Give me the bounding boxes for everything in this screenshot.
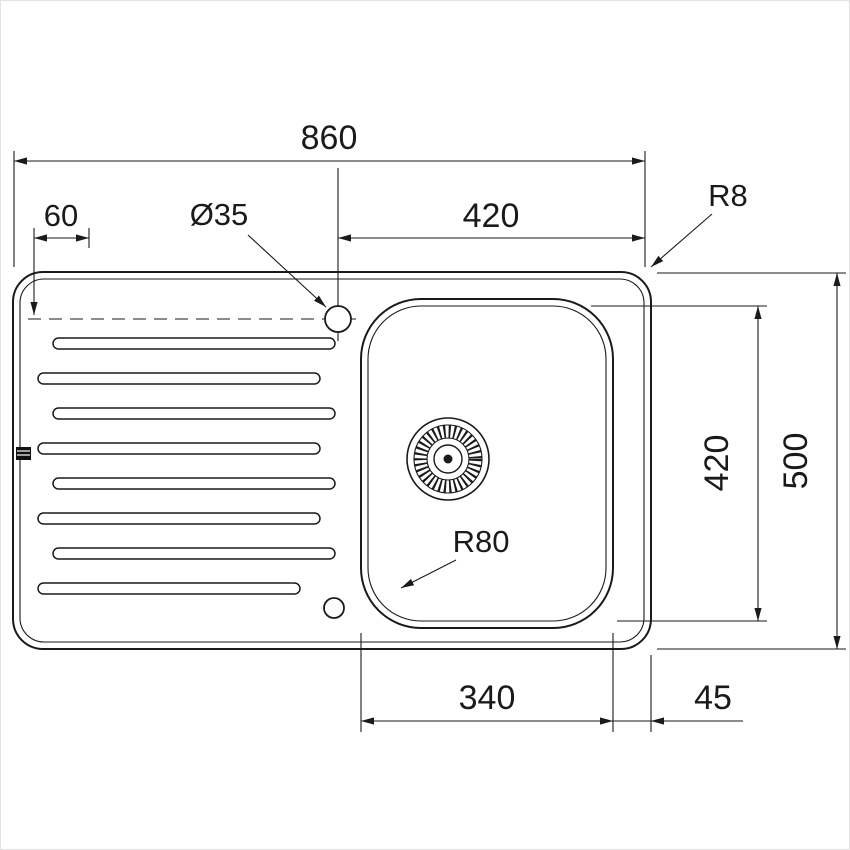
dim-bowl-depth: 420 xyxy=(591,305,767,622)
drain-center-pin xyxy=(443,454,453,464)
dim-bowl-right-offset: 45 xyxy=(613,655,743,732)
drain-ring-inner xyxy=(426,437,470,481)
drainer-groove xyxy=(52,407,336,420)
drain-waste xyxy=(406,417,490,501)
drainer-groove xyxy=(37,512,321,525)
fixing-clip-body xyxy=(16,447,31,460)
dim-label-tap-hole: Ø35 xyxy=(190,197,249,232)
dim-bowl-span-top: 420 xyxy=(338,197,645,242)
bowl-inner-edge xyxy=(367,305,607,622)
sink-outer-edge xyxy=(12,271,652,650)
overflow-hole xyxy=(323,597,345,619)
dim-tap-hole: Ø35 xyxy=(190,197,327,308)
fixing-clip xyxy=(16,447,31,460)
dim-bowl-width-bottom: 340 xyxy=(360,633,614,732)
dim-label-corner-radius: R8 xyxy=(708,178,748,213)
bowl-outer-edge xyxy=(360,298,614,629)
drainer-groove xyxy=(37,372,321,385)
dim-label-overall-depth: 500 xyxy=(777,433,815,490)
drainer-groove xyxy=(52,337,336,350)
leader-arrow xyxy=(650,213,713,268)
drain-flange xyxy=(406,417,490,501)
dim-overall-depth: 500 xyxy=(657,272,846,650)
dim-label-overall-width: 860 xyxy=(301,119,358,157)
dim-corner-radius: R8 xyxy=(650,178,748,268)
dim-label-bowl-right-offset: 45 xyxy=(694,679,732,717)
drainer-groove xyxy=(37,582,301,595)
tap-hole xyxy=(324,305,352,333)
dim-label-left-offset: 60 xyxy=(44,198,78,233)
sink-outline xyxy=(12,271,652,650)
drain-knurl-ring xyxy=(414,425,482,493)
dim-label-bowl-width-bottom: 340 xyxy=(459,679,516,717)
bowl-outline xyxy=(360,298,614,629)
dim-left-offset: 60 xyxy=(30,198,90,315)
drainer-groove xyxy=(37,442,321,455)
dim-overall-width: 860 xyxy=(13,119,646,267)
sink-inner-rim xyxy=(19,278,645,643)
drain-center-ring xyxy=(433,444,463,474)
dim-label-bowl-depth: 420 xyxy=(698,435,736,492)
dim-label-bowl-corner-radius: R80 xyxy=(453,524,510,559)
dim-bowl-corner-radius: R80 xyxy=(400,524,510,589)
drain-ring-outer xyxy=(413,424,483,494)
leader-arrow xyxy=(400,559,457,589)
drainer-groove xyxy=(52,477,336,490)
drainer-grooves xyxy=(37,337,336,595)
drainer-groove xyxy=(52,547,336,560)
leader-arrow xyxy=(247,234,327,308)
dim-label-bowl-span-top: 420 xyxy=(463,197,520,235)
